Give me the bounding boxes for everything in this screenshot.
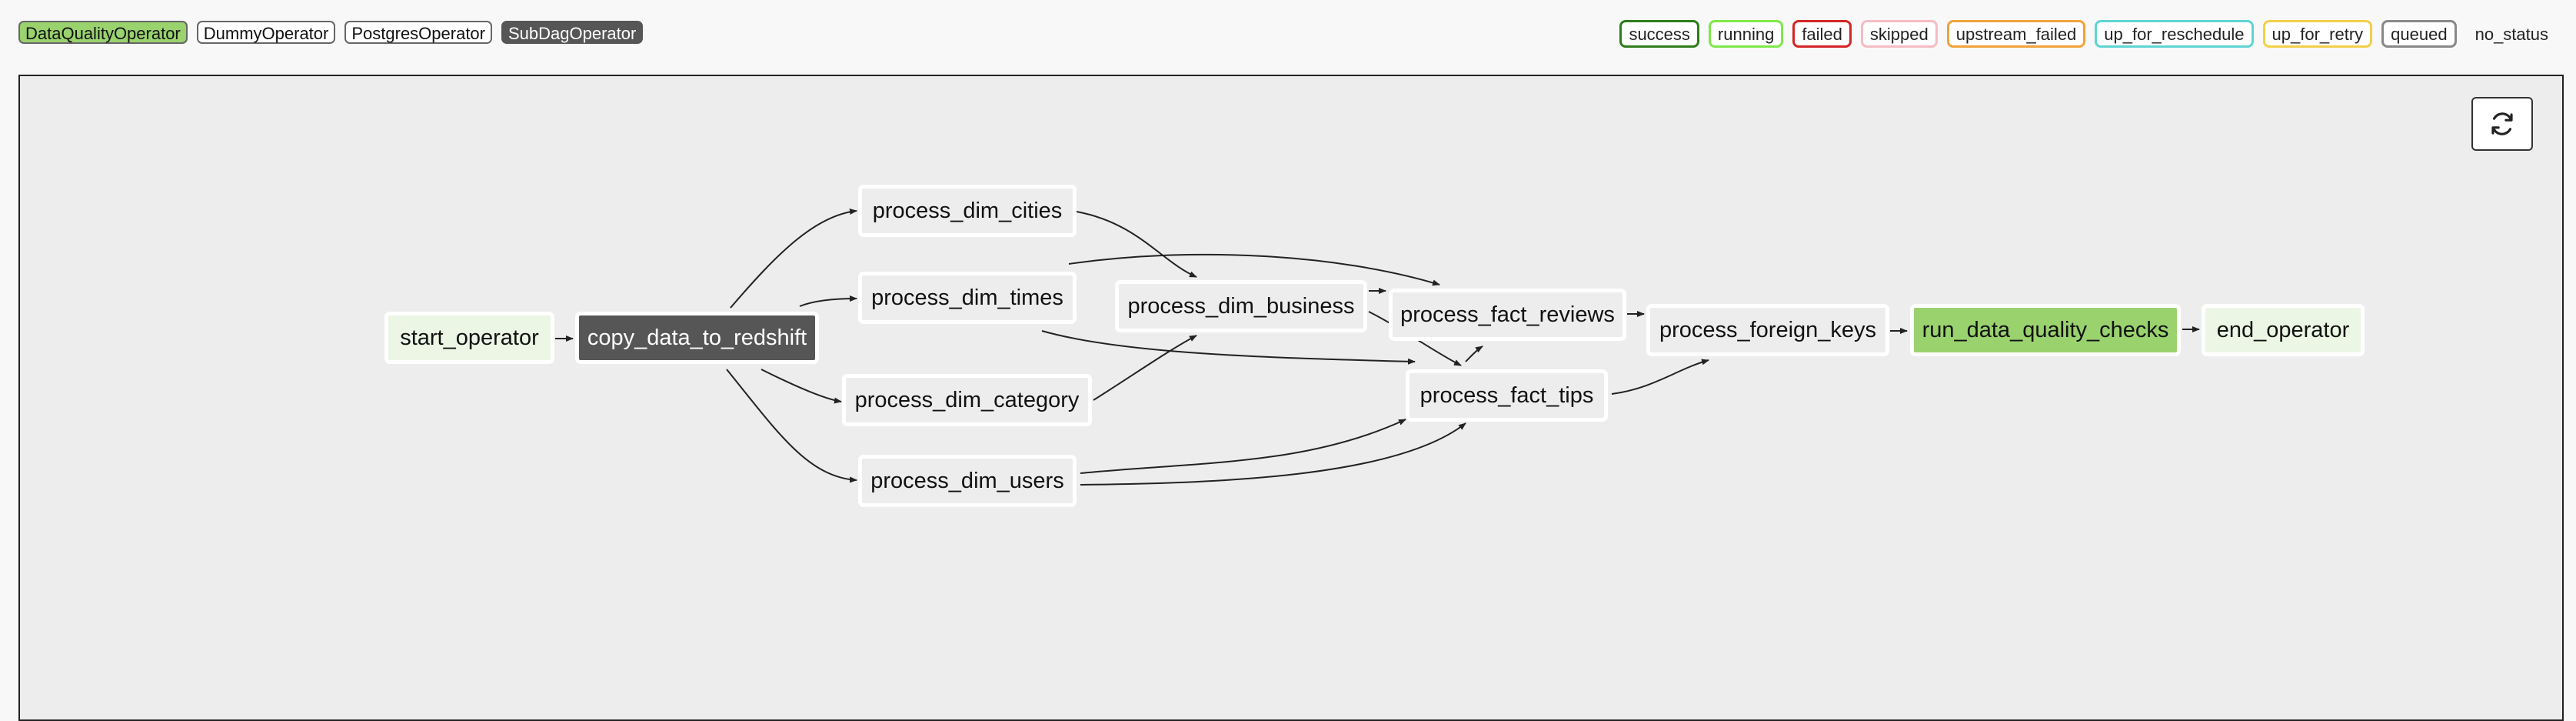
edge-category-business <box>1093 335 1197 401</box>
edge-users-tips-1 <box>1080 419 1406 474</box>
edge-copy-times <box>799 295 857 307</box>
edge-copy-users <box>726 369 857 483</box>
status-up-for-reschedule[interactable]: up_for_reschedule <box>2095 20 2254 48</box>
node-process-fact-tips[interactable]: process_fact_tips <box>1406 369 1608 422</box>
node-process-dim-category[interactable]: process_dim_category <box>842 374 1092 426</box>
status-queued[interactable]: queued <box>2381 20 2457 48</box>
status-upstream-failed[interactable]: upstream_failed <box>1946 20 2086 48</box>
status-skipped[interactable]: skipped <box>1860 20 1938 48</box>
node-copy-data-to-redshift[interactable]: copy_data_to_redshift <box>575 312 819 364</box>
legend-subdagoperator: SubDagOperator <box>501 21 644 44</box>
edge-tips-reviews <box>1465 345 1483 362</box>
status-up-for-retry[interactable]: up_for_retry <box>2262 20 2373 48</box>
legend-dummyoperator: DummyOperator <box>196 21 336 44</box>
status-success[interactable]: success <box>1619 20 1699 48</box>
legend-postgresoperator: PostgresOperator <box>344 21 492 44</box>
refresh-icon <box>2491 112 2513 135</box>
edge-tips-foreign <box>1611 359 1709 395</box>
edge-copy-category <box>760 369 842 404</box>
edge-users-tips-2 <box>1080 422 1466 486</box>
node-start-operator[interactable]: start_operator <box>384 312 554 364</box>
status-failed[interactable]: failed <box>1792 20 1852 48</box>
refresh-button[interactable] <box>2471 97 2533 151</box>
node-process-dim-users[interactable]: process_dim_users <box>858 455 1077 507</box>
edge-times-reviews <box>1068 253 1440 286</box>
legend-dataqualityoperator: DataQualityOperator <box>18 21 188 44</box>
status-running[interactable]: running <box>1708 20 1784 48</box>
node-process-foreign-keys[interactable]: process_foreign_keys <box>1646 304 1889 356</box>
edge-cities-business <box>1076 211 1197 278</box>
operator-legend: DataQualityOperator DummyOperator Postgr… <box>18 21 644 44</box>
node-end-operator[interactable]: end_operator <box>2202 304 2365 356</box>
status-legend: success running failed skipped upstream_… <box>1619 20 2558 48</box>
node-process-dim-times[interactable]: process_dim_times <box>858 272 1077 324</box>
edge-times-tips <box>1041 330 1416 365</box>
node-process-fact-reviews[interactable]: process_fact_reviews <box>1389 289 1626 341</box>
node-run-data-quality-checks[interactable]: run_data_quality_checks <box>1910 304 2181 356</box>
edge-copy-cities <box>730 209 857 309</box>
status-no-status[interactable]: no_status <box>2474 25 2548 44</box>
node-process-dim-business[interactable]: process_dim_business <box>1115 280 1367 332</box>
node-process-dim-cities[interactable]: process_dim_cities <box>858 185 1077 237</box>
